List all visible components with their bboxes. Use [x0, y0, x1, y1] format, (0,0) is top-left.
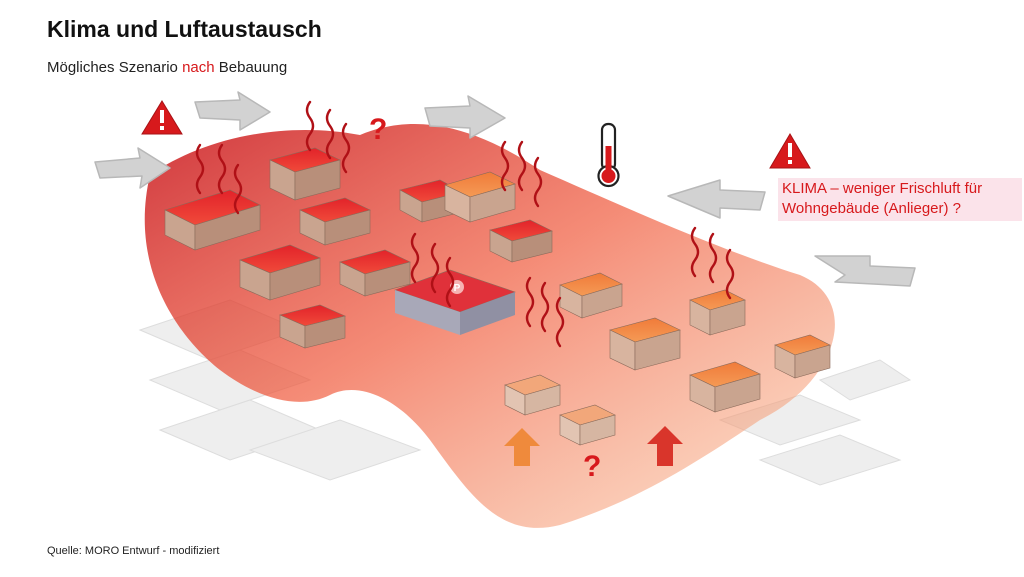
heat-wave-icon — [195, 143, 205, 195]
question-mark-bottom: ? — [583, 450, 602, 483]
wind-arrow-icon — [194, 91, 271, 131]
callout-line-2: Wohngebäude (Anlieger) ? — [782, 200, 962, 217]
heat-wave-icon — [725, 248, 735, 300]
warning-icon — [769, 133, 811, 169]
question-mark-top: ? — [369, 113, 388, 146]
heat-wave-icon — [500, 140, 510, 192]
heat-wave-icon — [540, 281, 550, 333]
wind-arrow-icon — [424, 95, 506, 139]
wind-arrow-icon — [94, 147, 171, 189]
heat-wave-icon — [708, 232, 718, 284]
page-title: Klima und Luftaustausch — [47, 16, 322, 42]
warning-icon — [141, 100, 183, 135]
heat-wave-icon — [305, 100, 315, 152]
heat-wave-icon — [525, 276, 535, 328]
buildings-red — [164, 147, 553, 349]
heat-wave-icon — [533, 156, 543, 208]
heat-wave-icon — [517, 140, 527, 192]
updraft-arrow-icon — [647, 426, 683, 466]
heat-wave-icon — [690, 226, 700, 278]
heat-wave-icon — [555, 296, 565, 348]
subtitle-prefix: Mögliches Szenario — [47, 59, 183, 76]
updraft-arrow-icon — [504, 428, 540, 466]
thermometer-icon — [597, 122, 620, 188]
wind-arrows — [94, 91, 916, 287]
updraft-arrows — [504, 426, 683, 466]
heat-wave-icon — [341, 122, 351, 174]
climate-callout: KLIMA – weniger Frischluft für Wohngebäu… — [778, 178, 1022, 221]
heat-wave-icon — [445, 256, 455, 308]
heat-wave-icon — [325, 108, 335, 160]
parking-label: P — [454, 283, 461, 294]
heat-wave-icon — [233, 163, 243, 215]
heat-wave-icon — [410, 232, 420, 284]
subtitle-highlight: nach — [182, 59, 215, 76]
source-note: Quelle: MORO Entwurf - modifiziert — [47, 545, 220, 557]
parking-garage: P — [394, 269, 516, 335]
wind-arrow-icon — [814, 255, 916, 287]
page-subtitle: Mögliches Szenario nach Bebauung — [47, 59, 287, 76]
buildings-orange — [444, 171, 831, 446]
heat-wave-icon — [217, 143, 227, 195]
callout-line-1: KLIMA – weniger Frischluft für — [782, 180, 983, 197]
wind-arrow-icon — [667, 179, 766, 219]
subtitle-suffix: Bebauung — [214, 59, 288, 76]
heat-wave-icons — [195, 100, 735, 348]
heat-wave-icon — [430, 242, 440, 294]
